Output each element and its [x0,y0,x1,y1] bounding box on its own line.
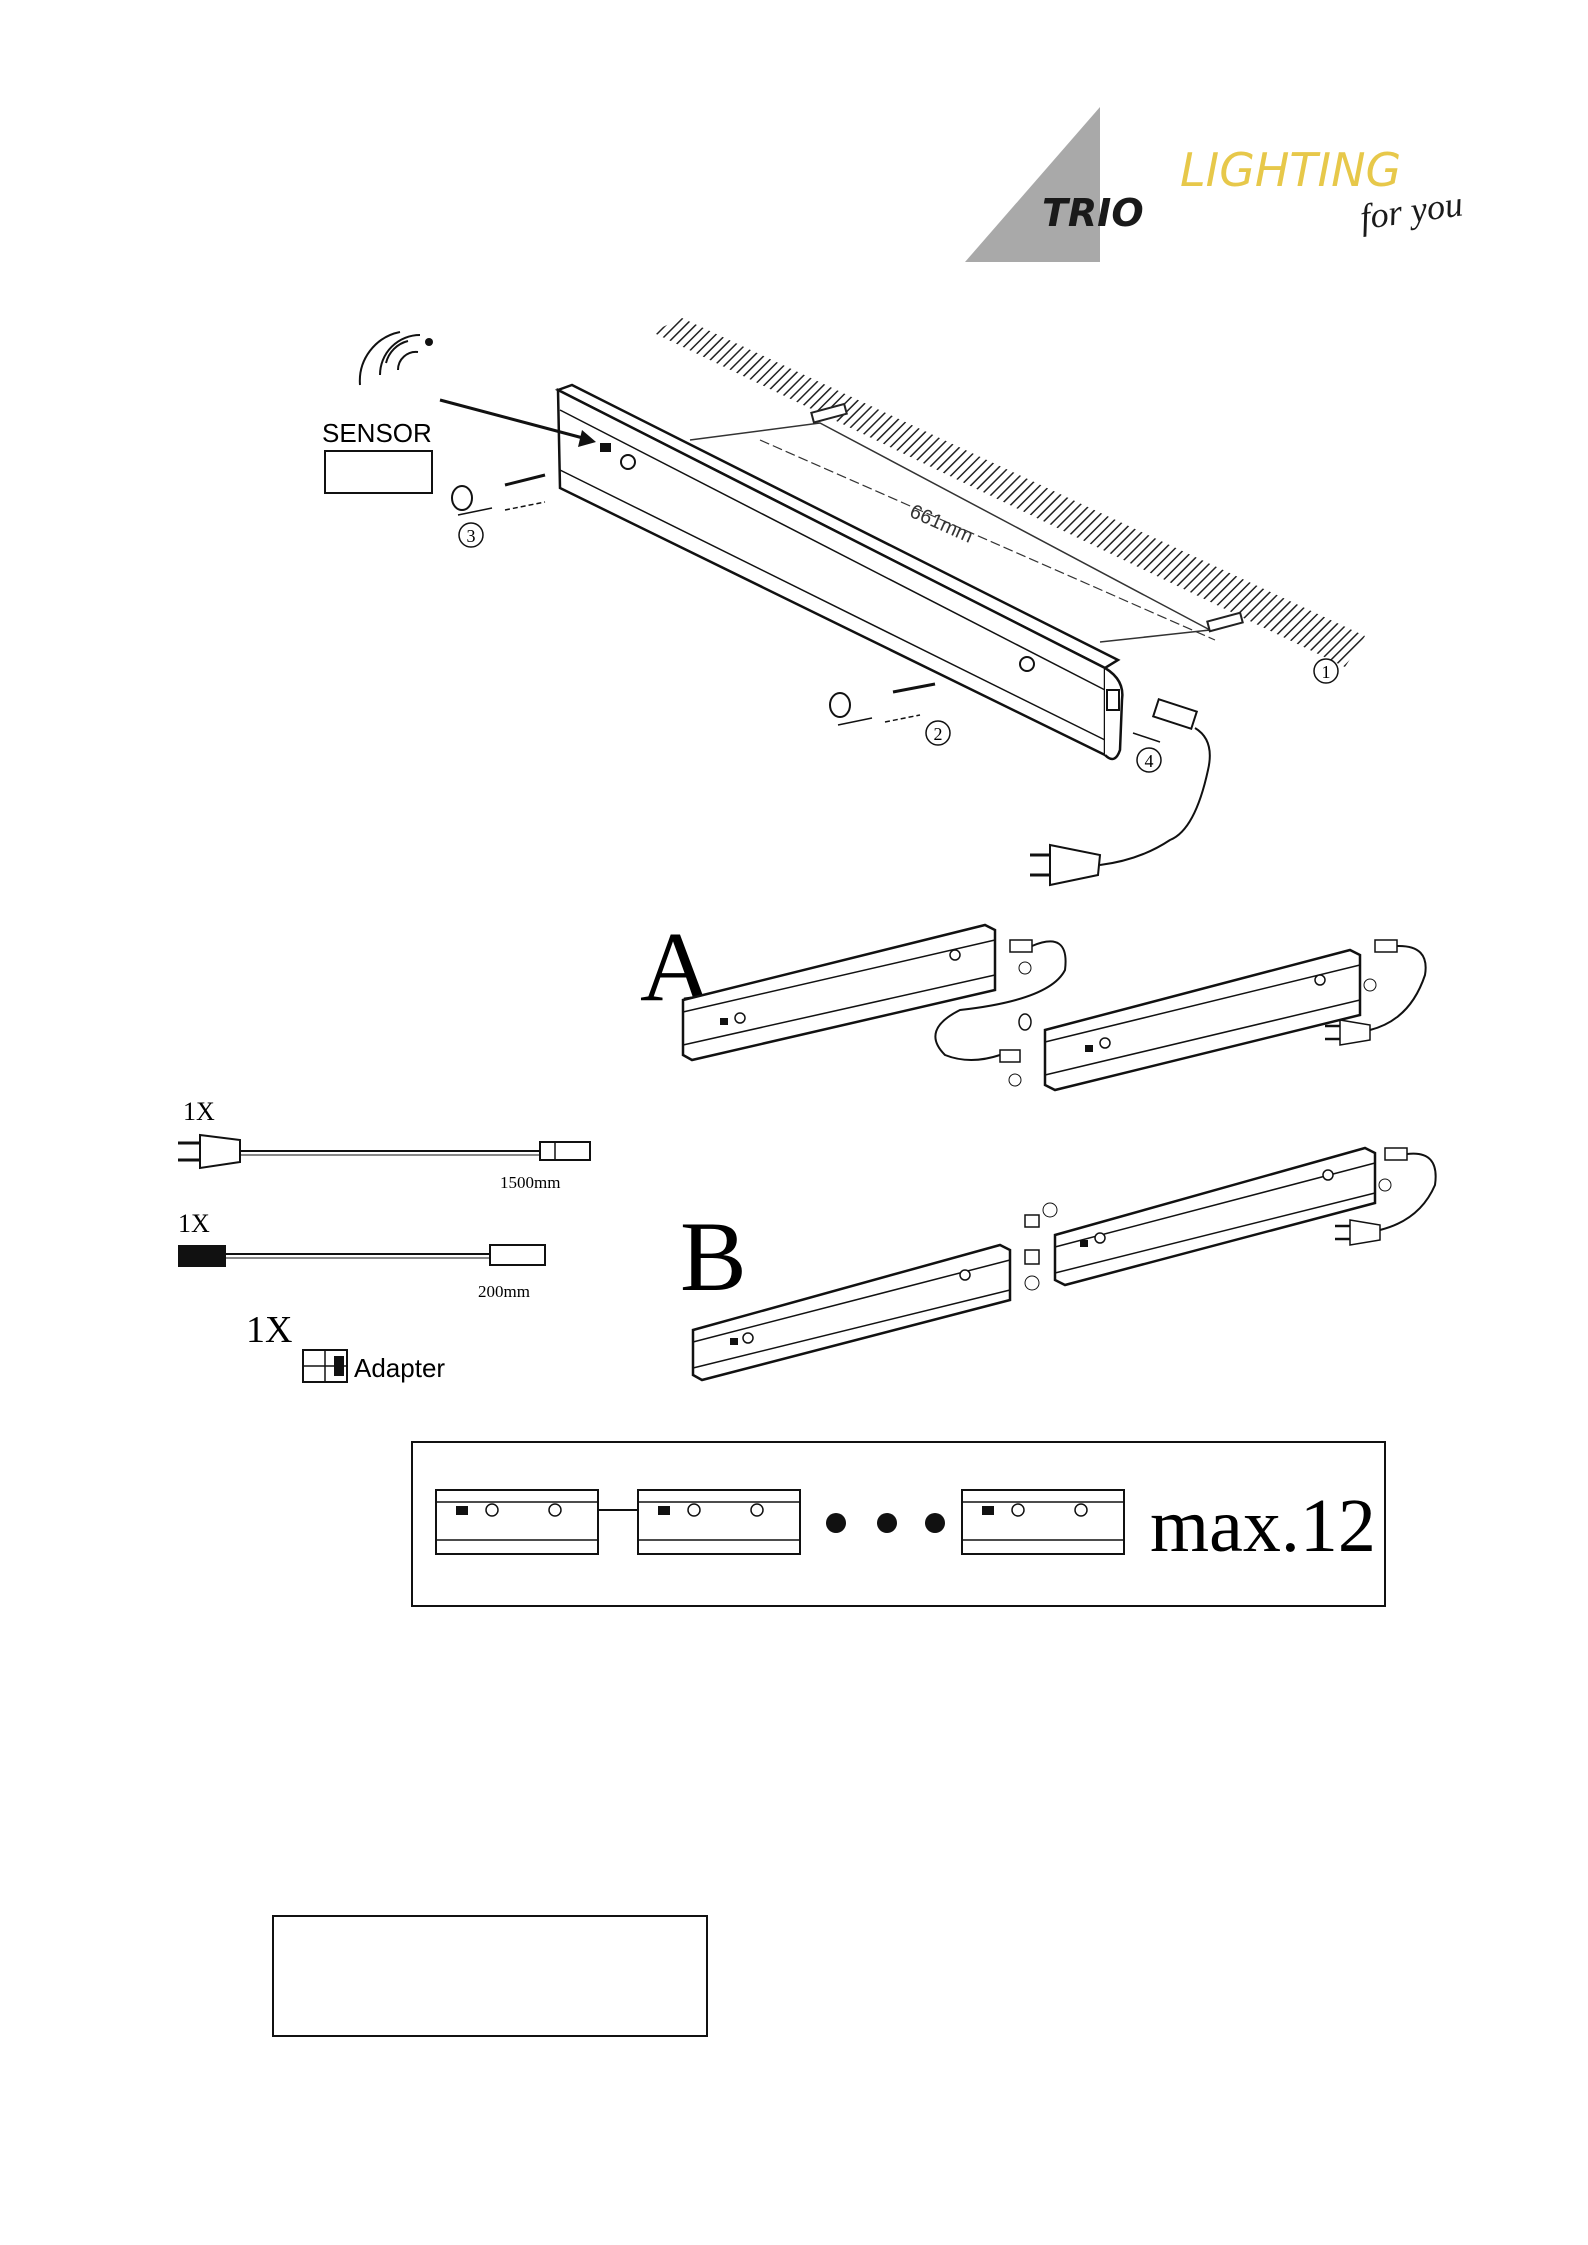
max-chain-label: max.12 [1150,1484,1376,1568]
part-adapter: 1X Adapter [246,1309,445,1383]
screw-left [452,475,545,515]
config-b: B [680,1148,1436,1380]
config-a-bar-1 [683,925,995,1060]
screw-hole-1 [621,455,635,469]
logo-triangle [965,107,1100,262]
config-b-label: B [680,1201,747,1312]
sensor-callout: SENSOR [322,332,596,493]
blank-label-box [273,1916,707,2036]
chain-bar-1 [436,1490,598,1554]
step-marker-2: 2 [926,721,950,745]
sensor-window [600,443,611,452]
screw-right [830,684,935,725]
logo-brand: TRIO [1042,191,1144,235]
step-marker-3: 3 [459,523,483,547]
svg-text:1: 1 [1322,662,1331,682]
dimension-label: 661mm [906,500,976,547]
installation-diagram: 661mm SENSOR [322,318,1365,885]
sensor-label: SENSOR [322,418,432,448]
parts-list: 1X 1500mm 1X 200mm 1X A [178,1097,590,1383]
part-3-qty: 1X [246,1309,292,1351]
power-socket [1107,690,1119,710]
chain-bar-2 [638,1490,800,1554]
config-a-bar-2 [1045,950,1360,1090]
adapter-icon [303,1350,347,1382]
svg-text:4: 4 [1145,751,1154,771]
trio-logo: TRIO LIGHTING for you [965,107,1465,262]
sensor-box [325,451,432,493]
svg-text:2: 2 [934,724,943,744]
step-marker-4: 4 [1137,748,1161,772]
config-b-adapter [1025,1203,1057,1290]
motion-dot [425,338,433,346]
max-chain-panel: max.12 [412,1442,1385,1606]
part-3-name: Adapter [354,1353,445,1383]
svg-text:3: 3 [467,526,476,546]
part-2-qty: 1X [178,1209,210,1238]
config-a: A [640,911,1426,1090]
screw-hole-2 [1020,657,1034,671]
part-1-length: 1500mm [500,1173,560,1192]
config-b-bar-2 [1055,1148,1375,1285]
part-1-qty: 1X [183,1097,215,1126]
part-cable-short: 1X 200mm [178,1209,545,1301]
wall-anchor-2 [1207,613,1242,631]
part-2-length: 200mm [478,1282,530,1301]
chain-bar-3 [962,1490,1124,1554]
part-cable-long: 1X 1500mm [178,1097,590,1192]
step-marker-1: 1 [1314,659,1338,683]
logo-tagline: LIGHTING [1180,143,1401,197]
